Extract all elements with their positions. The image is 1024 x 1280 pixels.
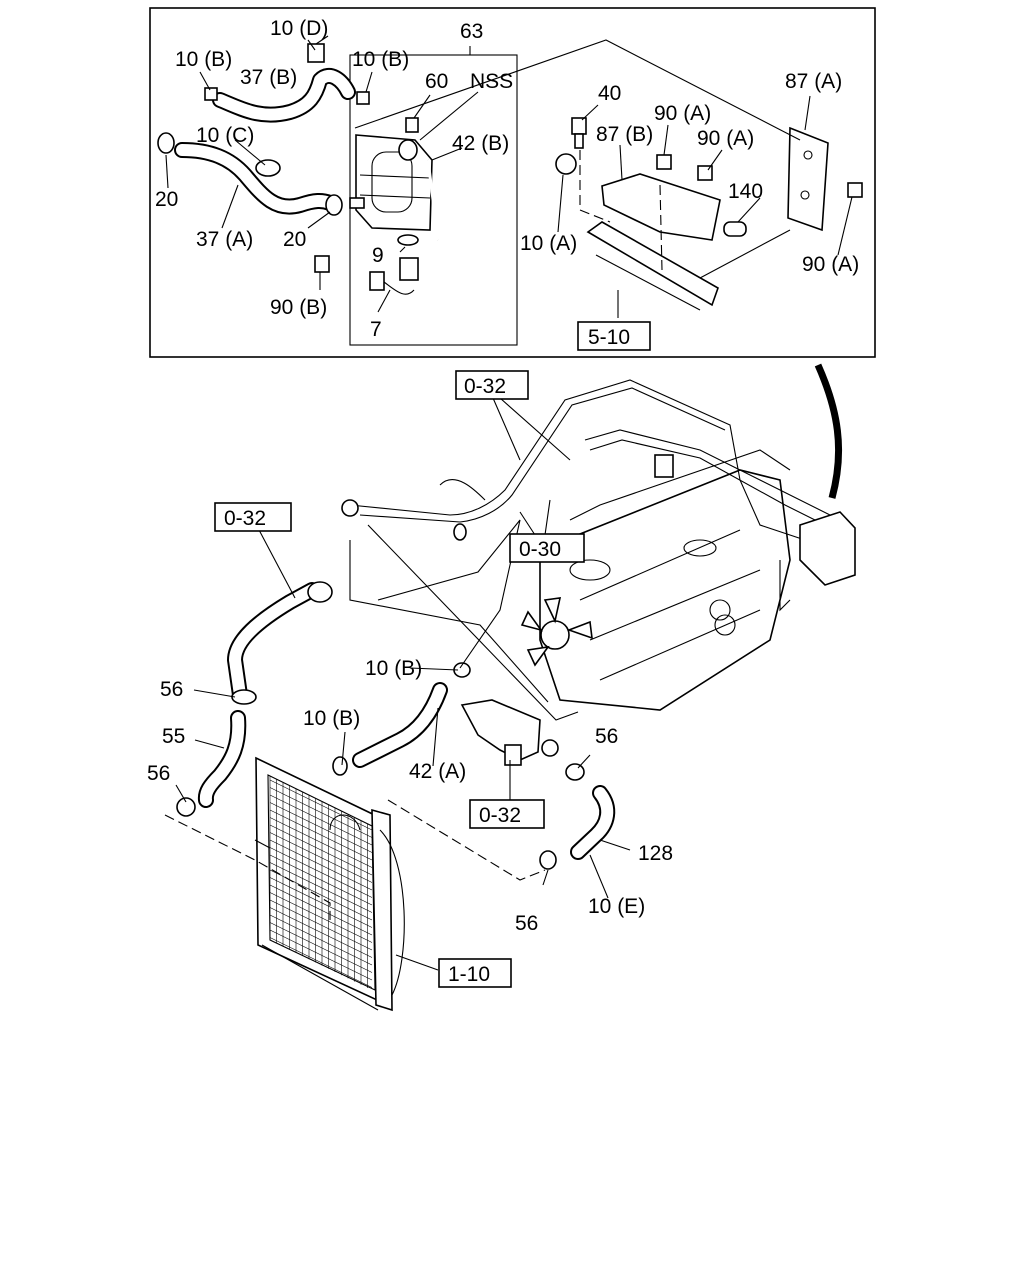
clip-10a — [555, 153, 577, 175]
bolt-90a-3 — [847, 182, 863, 198]
callout-37a: 37 (A) — [196, 228, 253, 251]
engine-edge-arc — [814, 363, 843, 499]
callout-55: 55 — [162, 725, 185, 748]
tube-42b — [426, 159, 440, 241]
callout-56: 56 — [147, 762, 170, 785]
frame-rail — [586, 221, 719, 311]
clamp-10b-lower — [332, 756, 348, 776]
callout-56: 56 — [160, 678, 183, 701]
callout-10c: 10 (C) — [196, 124, 254, 147]
ref-label-0-32: 0-32 — [224, 507, 266, 530]
callout-40: 40 — [598, 82, 621, 105]
clamp-10b-left — [204, 87, 218, 101]
reservoir-tank — [349, 134, 433, 231]
clamp-10b-right — [356, 91, 370, 105]
callout-10d: 10 (D) — [270, 17, 328, 40]
callout-10b: 10 (B) — [365, 657, 422, 680]
washer-9 — [397, 234, 419, 246]
callout-42b: 42 (B) — [452, 132, 509, 155]
ref-box-1-10 — [438, 958, 512, 988]
callout-90a: 90 (A) — [802, 253, 859, 276]
rear-bracket — [779, 511, 856, 612]
callout-10a: 10 (A) — [520, 232, 577, 255]
hose-37b — [212, 67, 356, 123]
callout-128: 128 — [638, 842, 673, 865]
sensor-7 — [369, 257, 419, 295]
thermostat-housing — [460, 699, 559, 766]
bolt-90a-1 — [656, 154, 672, 170]
callout-42a: 42 (A) — [409, 760, 466, 783]
hose-37a — [174, 142, 338, 215]
hose-128 — [570, 785, 616, 860]
callout-63: 63 — [460, 20, 483, 43]
callout-56: 56 — [515, 912, 538, 935]
cap-60 — [405, 117, 419, 133]
engine-fan — [520, 597, 593, 667]
callout-87b: 87 (B) — [596, 123, 653, 146]
radiator — [255, 756, 405, 1012]
inset-frame — [149, 7, 876, 358]
callout-90a: 90 (A) — [697, 127, 754, 150]
ref-label-0-32: 0-32 — [479, 804, 521, 827]
clamp-20-left — [157, 132, 175, 154]
cap-nss — [398, 139, 418, 161]
radiator-core-mesh — [269, 776, 373, 988]
hose-42a — [352, 682, 448, 768]
callout-90a: 90 (A) — [654, 102, 711, 125]
clamp-10d — [307, 35, 329, 63]
ref-box-5-10 — [577, 321, 651, 351]
callout-90b: 90 (B) — [270, 296, 327, 319]
callout-10b: 10 (B) — [175, 48, 232, 71]
callout-87a: 87 (A) — [785, 70, 842, 93]
hose-55 — [197, 710, 247, 808]
callout-7: 7 — [370, 318, 382, 341]
bolt-40 — [571, 117, 587, 149]
ref-label-5-10: 5-10 — [588, 326, 630, 349]
ref-label-1-10: 1-10 — [448, 963, 490, 986]
clamp-10c — [255, 159, 281, 177]
clamp-56-lower-left — [176, 797, 196, 817]
callout-9: 9 — [372, 244, 384, 267]
ref-label-0-32: 0-32 — [464, 375, 506, 398]
ref-box-0-30 — [509, 533, 585, 563]
heater-pipes — [341, 379, 841, 546]
clamp-56-upper-left — [231, 689, 257, 705]
bracket-87a — [787, 126, 829, 232]
spacer-140 — [723, 221, 747, 237]
callout-20: 20 — [155, 188, 178, 211]
callout-nss: NSS — [470, 70, 513, 93]
ref-box-0-32-bottom — [469, 799, 545, 829]
callout-10b: 10 (B) — [303, 707, 360, 730]
bolt-90b — [314, 255, 330, 273]
water-outlet-pipe — [227, 581, 333, 703]
clamp-56-right — [565, 763, 585, 781]
ref-box-0-32-left — [214, 502, 292, 532]
ref-label-0-30: 0-30 — [519, 538, 561, 561]
callout-60: 60 — [425, 70, 448, 93]
callout-140: 140 — [728, 180, 763, 203]
clamp-20-right — [325, 194, 343, 216]
clamp-56-bottom — [539, 850, 557, 870]
callout-10b: 10 (B) — [352, 48, 409, 71]
callout-37b: 37 (B) — [240, 66, 297, 89]
callout-10e: 10 (E) — [588, 895, 645, 918]
callout-20: 20 — [283, 228, 306, 251]
engine-block — [539, 449, 791, 711]
callout-56: 56 — [595, 725, 618, 748]
ref-box-0-32-top — [455, 370, 529, 400]
